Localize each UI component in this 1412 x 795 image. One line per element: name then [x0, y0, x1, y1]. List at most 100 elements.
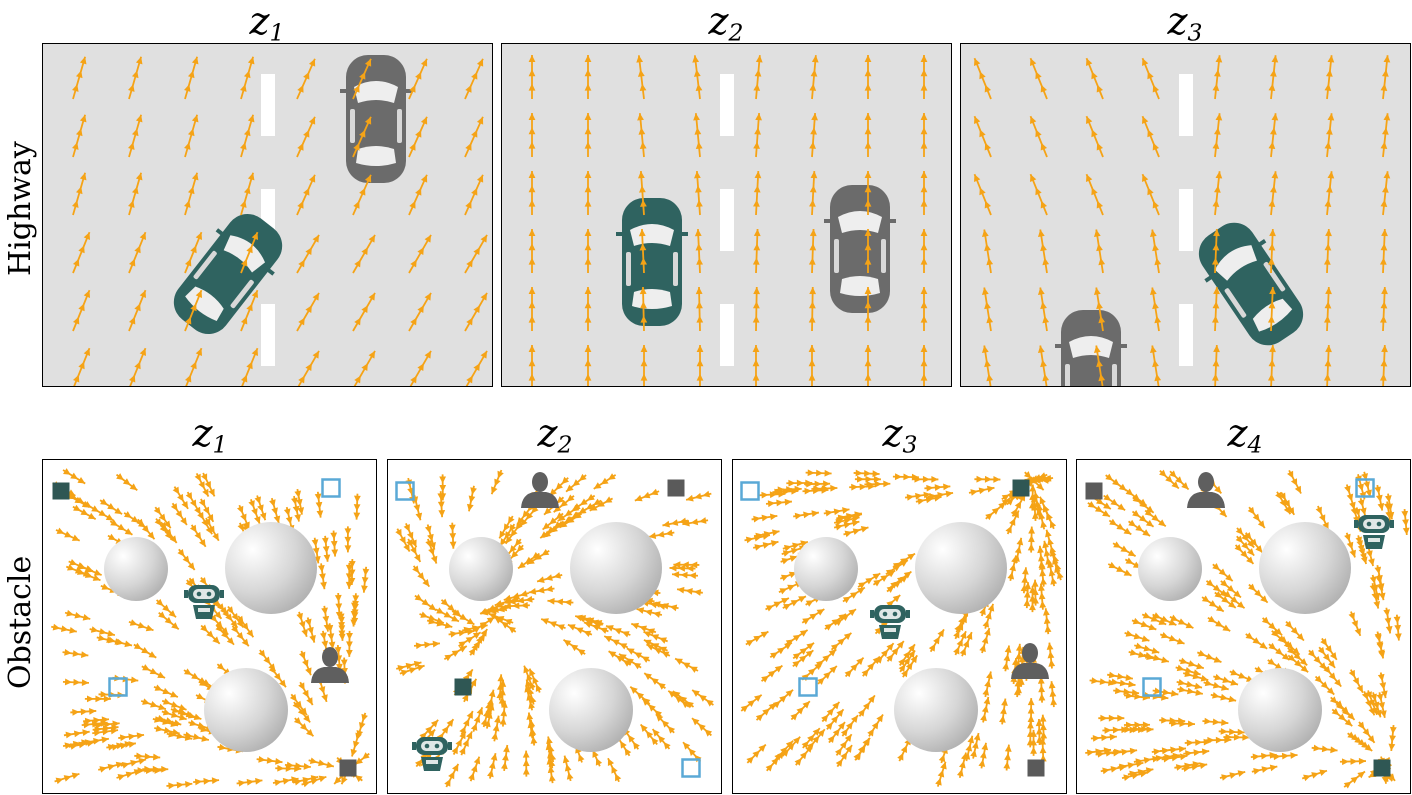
arrow-icon: [1007, 555, 1018, 582]
arrow-icon: [1393, 614, 1402, 641]
arrow-icon: [745, 630, 769, 647]
arrow-icon: [542, 512, 564, 531]
arrow-icon: [528, 229, 536, 273]
arrow-icon: [1267, 287, 1276, 332]
arrow-icon: [857, 694, 876, 717]
arrow-icon: [1380, 55, 1391, 100]
arrow-icon: [765, 498, 792, 508]
arrow-icon: [70, 707, 97, 716]
arrow-icon: [1087, 501, 1111, 518]
arrow-icon: [471, 628, 488, 652]
arrow-icon: [1234, 544, 1255, 565]
arrow-icon: [1311, 744, 1338, 754]
arrow-icon: [1248, 583, 1269, 604]
arrow-icon: [577, 615, 603, 628]
arrow-icon: [200, 472, 216, 497]
car-icon: [616, 198, 688, 326]
person-icon: [1187, 472, 1225, 508]
arrow-icon: [981, 287, 994, 332]
arrow-icon: [827, 721, 846, 744]
arrow-icon: [1348, 669, 1364, 694]
arrow-icon: [480, 701, 492, 728]
arrow-icon: [90, 505, 114, 522]
arrow-icon: [629, 686, 651, 706]
arrow-icon: [1211, 345, 1220, 386]
arrow-icon: [248, 499, 261, 525]
square-marker-icon: [454, 678, 472, 696]
sphere-obstacle-icon: [794, 537, 858, 601]
arrow-icon: [674, 657, 699, 673]
arrow-icon: [824, 613, 847, 631]
arrow-icon: [775, 485, 802, 494]
arrow-icon: [1245, 632, 1268, 650]
arrow-icon: [567, 623, 593, 638]
arrow-icon: [808, 228, 817, 274]
arrow-icon: [752, 286, 761, 332]
arrow-icon: [1178, 657, 1205, 670]
arrow-icon: [193, 777, 220, 786]
arrow-icon: [1048, 681, 1058, 708]
sphere-obstacle-icon: [1259, 522, 1351, 614]
arrow-icon: [811, 484, 838, 493]
arrow-icon: [1107, 671, 1134, 681]
arrow-icon: [769, 642, 793, 659]
arrow-icon: [1285, 620, 1305, 642]
arrow-icon: [631, 622, 657, 635]
arrow-icon: [289, 693, 308, 716]
sphere-obstacle-icon: [225, 522, 317, 614]
arrow-icon: [352, 58, 372, 100]
arrow-icon: [395, 528, 411, 552]
square-marker-icon: [108, 677, 128, 697]
sphere-obstacle-icon: [894, 668, 978, 752]
arrow-icon: [1323, 665, 1342, 688]
arrow-icon: [1103, 493, 1126, 511]
arrow-icon: [1202, 717, 1229, 726]
square-marker-icon: [681, 758, 701, 778]
arrow-icon: [584, 55, 592, 99]
lane-dash: [720, 304, 734, 366]
arrow-icon: [408, 234, 432, 274]
arrow-icon: [1149, 229, 1162, 274]
arrow-icon: [176, 708, 202, 720]
arrow-icon: [785, 629, 809, 647]
arrow-icon: [152, 716, 179, 727]
person-icon: [311, 647, 349, 683]
arrow-icon: [501, 744, 510, 771]
arrow-icon: [361, 566, 370, 593]
arrow-icon: [334, 644, 343, 672]
arrow-icon: [294, 488, 305, 515]
arrow-icon: [425, 538, 438, 564]
arrow-icon: [825, 708, 845, 730]
arrow-icon: [981, 229, 994, 274]
arrow-icon: [194, 472, 210, 497]
arrow-icon: [161, 698, 187, 711]
arrow-icon: [240, 172, 255, 216]
arrow-icon: [1023, 582, 1032, 609]
arrow-icon: [753, 529, 780, 540]
arrow-icon: [956, 752, 968, 779]
arrow-icon: [643, 639, 668, 653]
arrow-icon: [184, 172, 199, 216]
arrow-icon: [1036, 503, 1048, 530]
arrow-icon: [1375, 574, 1386, 601]
square-marker-icon: [1012, 479, 1030, 497]
arrow-icon: [1212, 113, 1223, 158]
arrow-icon: [296, 58, 316, 100]
arrow-icon: [1141, 115, 1160, 158]
arrow-icon: [524, 684, 535, 711]
arrow-icon: [970, 732, 981, 759]
arrow-icon: [1037, 287, 1050, 332]
arrow-icon: [835, 744, 853, 768]
arrow-icon: [1013, 537, 1024, 564]
arrow-icon: [765, 597, 790, 612]
arrow-icon: [1176, 679, 1203, 690]
arrow-icon: [886, 640, 905, 662]
robot-icon: [412, 737, 452, 771]
arrow-icon: [353, 493, 361, 520]
arrow-icon: [790, 700, 811, 721]
square-marker-icon: [339, 759, 357, 777]
arrow-icon: [464, 292, 488, 332]
arrow-icon: [1388, 724, 1397, 752]
arrow-icon: [408, 116, 428, 158]
arrow-icon: [352, 174, 372, 216]
